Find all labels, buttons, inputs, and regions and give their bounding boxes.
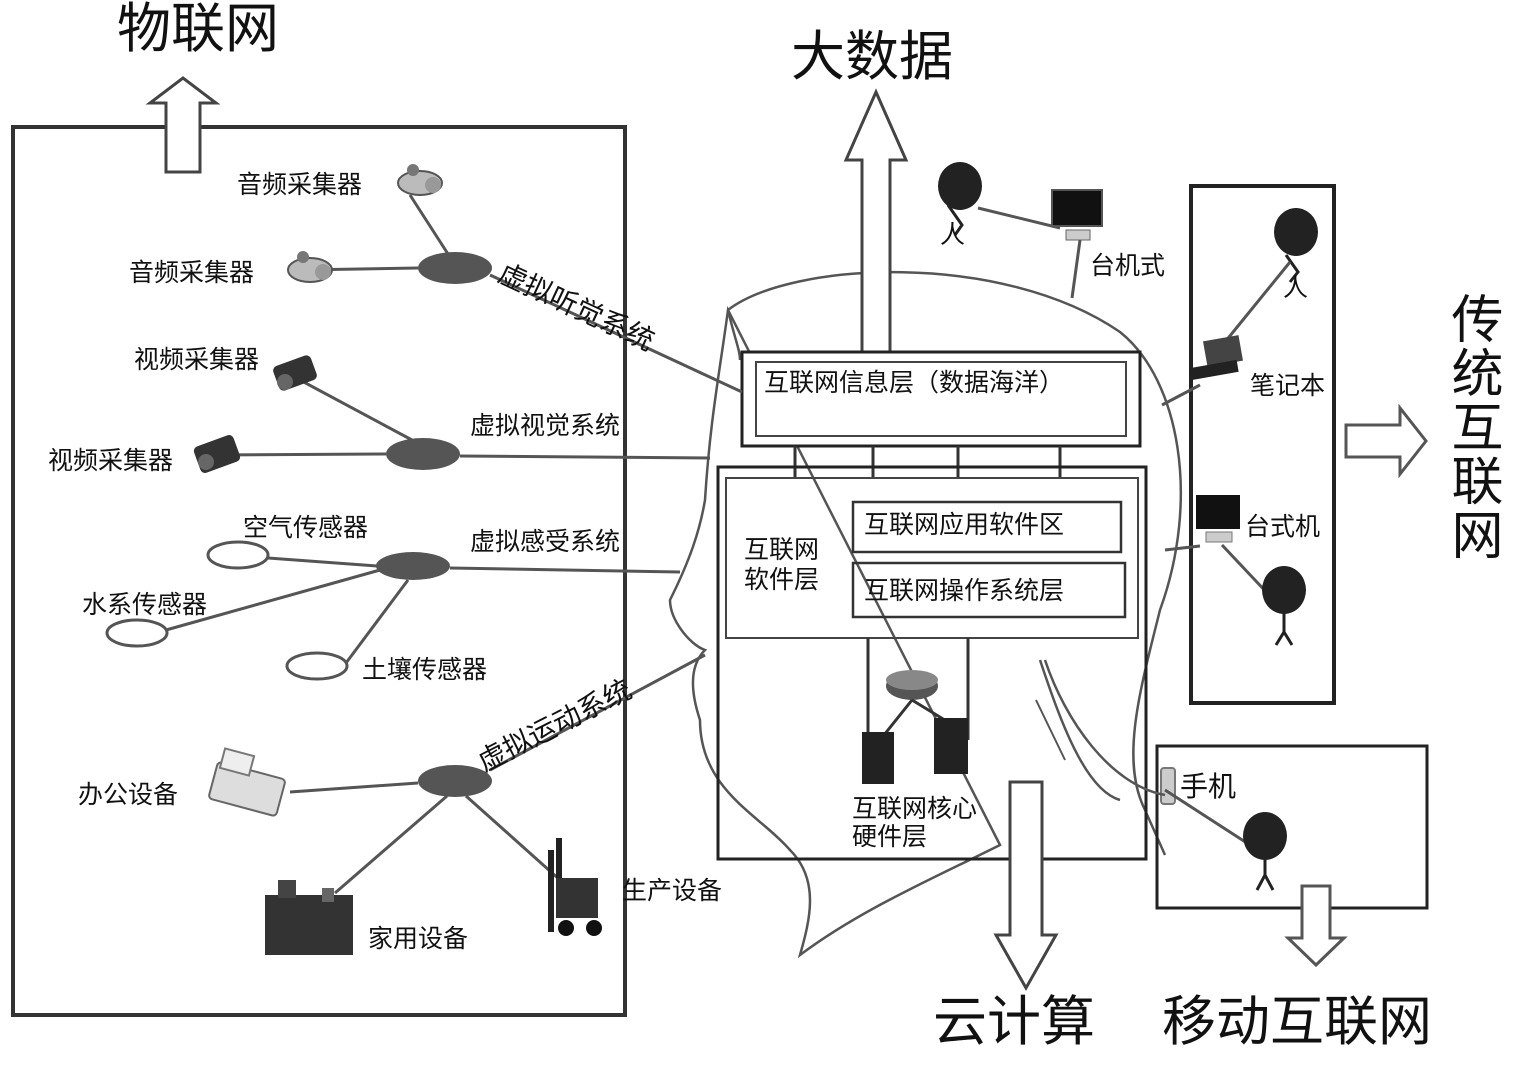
printer-icon	[208, 747, 286, 817]
software-layer-box	[725, 477, 1139, 639]
forklift-icon	[548, 838, 602, 936]
laptop-icon	[1189, 335, 1243, 381]
label-audio-collector-2: 音频采集器	[129, 258, 255, 287]
app-software-box	[851, 500, 1123, 554]
audio-collector-icon	[397, 164, 443, 196]
label-home-equipment: 家用设备	[368, 924, 469, 953]
sensory-hub	[376, 552, 450, 580]
label-person-top: 人	[940, 220, 966, 249]
iot-up-arrow	[145, 76, 221, 174]
person-icon	[938, 162, 982, 236]
label-virtual-sensory: 虚拟感受系统	[470, 527, 621, 556]
desktop-computer-icon	[1051, 189, 1103, 241]
info-layer-box	[740, 350, 1142, 448]
person-icon	[1274, 208, 1318, 283]
label-production-equipment: 生产设备	[622, 876, 723, 905]
traditional-internet-box	[1189, 184, 1336, 705]
person-icon	[1243, 812, 1287, 891]
label-os-layer: 互联网操作系统层	[864, 576, 1065, 605]
person-icon	[1262, 566, 1306, 646]
visual-hub	[386, 438, 460, 470]
label-air-sensor: 空气传感器	[243, 513, 369, 542]
server-icon	[862, 732, 894, 784]
label-video-collector-1: 视频采集器	[134, 345, 260, 374]
software-hardware-box	[716, 465, 1148, 861]
label-laptop: 笔记本	[1250, 371, 1326, 400]
motor-hub	[418, 765, 492, 797]
audio-collector-icon	[287, 251, 333, 283]
mobile-internet-box	[1155, 744, 1429, 910]
server-icon	[934, 718, 968, 774]
os-layer-box	[851, 561, 1127, 619]
label-water-sensor: 水系传感器	[82, 590, 208, 619]
heading-cloud-computing: 云计算	[933, 990, 1095, 1053]
label-person-right: 人	[1283, 273, 1309, 302]
heading-big-data: 大数据	[791, 25, 953, 88]
label-virtual-visual: 虚拟视觉系统	[470, 411, 621, 440]
label-app-software-area: 互联网应用软件区	[864, 510, 1065, 539]
label-office-equipment: 办公设备	[78, 780, 179, 809]
heading-mobile-internet: 移动互联网	[1162, 990, 1432, 1053]
desktop-computer-icon	[1196, 495, 1240, 543]
label-software-layer: 互联网 软件层	[744, 535, 820, 594]
label-info-layer: 互联网信息层（数据海洋）	[764, 368, 1065, 397]
label-audio-collector-1: 音频采集器	[237, 170, 363, 199]
mobile-arrow	[1284, 884, 1348, 968]
big-data-arrow	[843, 88, 909, 354]
label-soil-sensor: 土壤传感器	[362, 655, 488, 684]
label-core-hardware-layer: 互联网核心 硬件层	[852, 794, 978, 851]
home-appliance-icon	[265, 880, 353, 955]
label-video-collector-2: 视频采集器	[48, 446, 174, 475]
label-phone: 手机	[1180, 770, 1237, 803]
label-desktop-right: 台式机	[1245, 512, 1321, 541]
auditory-hub	[418, 252, 492, 284]
video-camera-icon	[273, 355, 317, 391]
video-camera-icon	[193, 435, 241, 473]
label-desktop-top: 台机式	[1090, 251, 1166, 280]
heading-iot: 物联网	[117, 0, 279, 60]
heading-traditional-internet: 传统互联网	[1442, 292, 1502, 562]
cloud-arrow	[993, 780, 1059, 992]
mobile-phone-icon	[1160, 767, 1176, 805]
traditional-arrow	[1344, 403, 1428, 479]
